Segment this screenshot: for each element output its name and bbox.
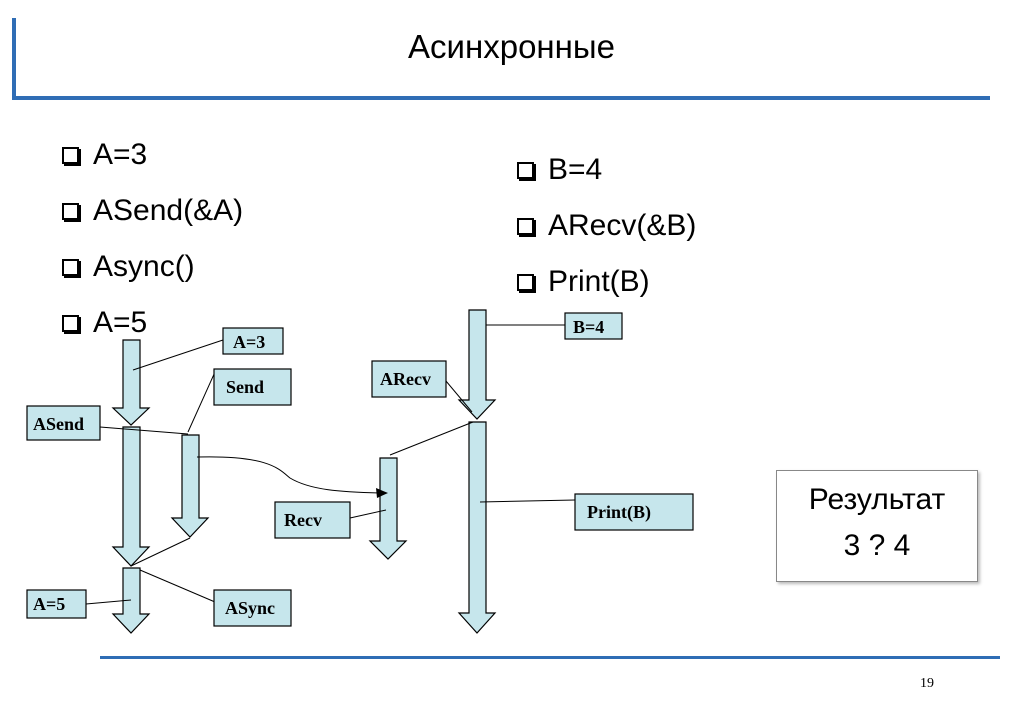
list-item: Print(B) [517, 254, 696, 310]
thread-arrow [111, 426, 151, 567]
label-box [222, 327, 284, 355]
checkbox-bullet-icon [517, 273, 534, 291]
result-value: 3 ? 4 [843, 529, 911, 562]
page-number: 19 [920, 676, 934, 691]
label-box [371, 360, 447, 398]
connector-line [85, 599, 132, 605]
label-asend: ASend [33, 414, 84, 434]
list-item-text: B=4 [548, 153, 603, 186]
label-box [26, 405, 101, 441]
connector-line [130, 537, 191, 567]
slide-title: Асинхронные [408, 28, 615, 65]
label-box [574, 493, 694, 531]
connector-line [389, 421, 474, 456]
message-arrowhead-icon [376, 488, 388, 498]
label-a3: A=3 [233, 332, 265, 352]
label-recv: Recv [284, 510, 322, 530]
list-item: A=5 [62, 295, 243, 351]
connector-line [349, 509, 387, 519]
result-box: Результат 3 ? 4 [776, 470, 978, 582]
connector-line [99, 426, 189, 435]
label-arecv: ARecv [380, 369, 431, 389]
list-item-text: ARecv(&B) [548, 209, 697, 242]
title-accent-bar [12, 18, 16, 100]
list-item-text: Print(B) [548, 265, 650, 298]
footer-line [100, 656, 1000, 659]
connector-line [132, 339, 224, 371]
label-a5: A=5 [33, 594, 65, 614]
right-bullet-list: B=4 ARecv(&B) Print(B) [517, 142, 696, 310]
list-item-text: Async() [93, 250, 195, 283]
recv-arrow [368, 457, 408, 560]
result-label: Результат [808, 483, 946, 516]
list-item-text: A=3 [93, 138, 148, 171]
label-printb: Print(B) [587, 502, 651, 523]
send-arrow [170, 434, 210, 538]
label-b4: B=4 [573, 317, 604, 337]
checkbox-bullet-icon [62, 202, 79, 220]
list-item: ARecv(&B) [517, 198, 696, 254]
list-item: ASend(&A) [62, 183, 243, 239]
label-box [213, 368, 292, 406]
checkbox-bullet-icon [517, 161, 534, 179]
list-item-text: ASend(&A) [93, 194, 244, 227]
checkbox-bullet-icon [62, 314, 79, 332]
thread-arrow [111, 339, 151, 426]
list-item: Async() [62, 239, 243, 295]
connector-line [445, 380, 473, 413]
checkbox-bullet-icon [517, 217, 534, 235]
label-box [26, 589, 87, 619]
connector-line [479, 499, 576, 503]
thread-arrow [457, 421, 497, 634]
connector-line [139, 569, 216, 603]
left-bullet-list: A=3 ASend(&A) Async() A=5 [62, 127, 243, 351]
list-item-text: A=5 [93, 306, 148, 339]
label-async: ASync [225, 598, 275, 618]
title-underline [12, 96, 990, 100]
checkbox-bullet-icon [62, 146, 79, 164]
label-send: Send [226, 377, 264, 397]
label-box [564, 312, 623, 340]
list-item: B=4 [517, 142, 696, 198]
connector-line [187, 371, 216, 433]
label-box [274, 501, 351, 539]
list-item: A=3 [62, 127, 243, 183]
label-box [213, 589, 292, 627]
checkbox-bullet-icon [62, 258, 79, 276]
message-curve [196, 456, 381, 494]
